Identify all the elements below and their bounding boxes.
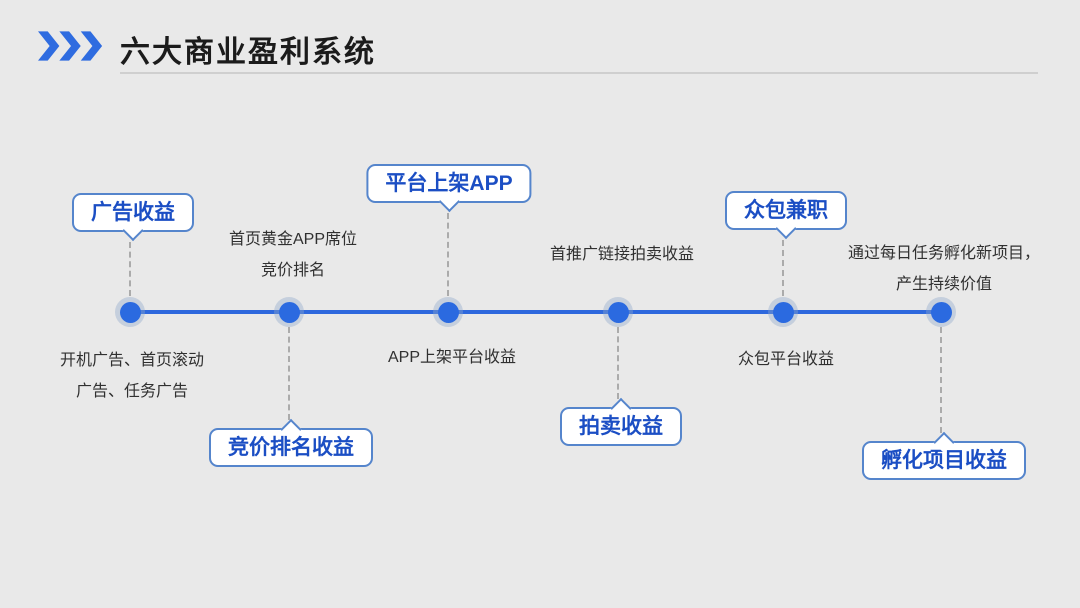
- connector-dashed-line: [447, 213, 449, 296]
- callout-label: 拍卖收益: [579, 415, 663, 438]
- node-description: 开机广告、首页滚动 广告、任务广告: [59, 352, 205, 400]
- callout-bubble: 拍卖收益: [560, 397, 682, 446]
- callout-label: 平台上架APP: [385, 172, 513, 195]
- connector-dashed-line: [940, 327, 942, 433]
- callout-bubble: 平台上架APP: [366, 164, 532, 213]
- connector-dashed-line: [782, 240, 784, 296]
- callout-label: 广告收益: [91, 201, 175, 224]
- node-description: 众包平台收益: [737, 351, 835, 368]
- node-description: 通过每日任务孵化新项目， 产生持续价值: [847, 245, 1041, 293]
- triple-chevron-right-icon: [38, 31, 103, 61]
- node-description: 首页黄金APP席位 竞价排名: [228, 231, 358, 279]
- timeline-dot: [115, 297, 145, 327]
- callout-label: 众包兼职: [744, 199, 828, 222]
- connector-dashed-line: [129, 242, 131, 296]
- callout-bubble: 孵化项目收益: [862, 431, 1026, 480]
- timeline-dot: [603, 297, 633, 327]
- connector-dashed-line: [617, 327, 619, 399]
- callout-label: 竞价排名收益: [228, 436, 354, 459]
- callout-bubble: 众包兼职: [725, 191, 847, 240]
- timeline-line: [130, 310, 941, 314]
- node-description: APP上架平台收益: [387, 349, 517, 366]
- node-description: 首推广链接拍卖收益: [549, 246, 695, 263]
- timeline-dot: [433, 297, 463, 327]
- callout-bubble: 广告收益: [72, 193, 194, 242]
- connector-dashed-line: [288, 327, 290, 420]
- callout-label: 孵化项目收益: [881, 449, 1007, 472]
- page-title: 六大商业盈利系统: [120, 36, 376, 69]
- timeline-dot: [926, 297, 956, 327]
- timeline-dot: [768, 297, 798, 327]
- header-divider: [120, 72, 1038, 74]
- timeline-dot: [274, 297, 304, 327]
- callout-bubble: 竞价排名收益: [209, 418, 373, 467]
